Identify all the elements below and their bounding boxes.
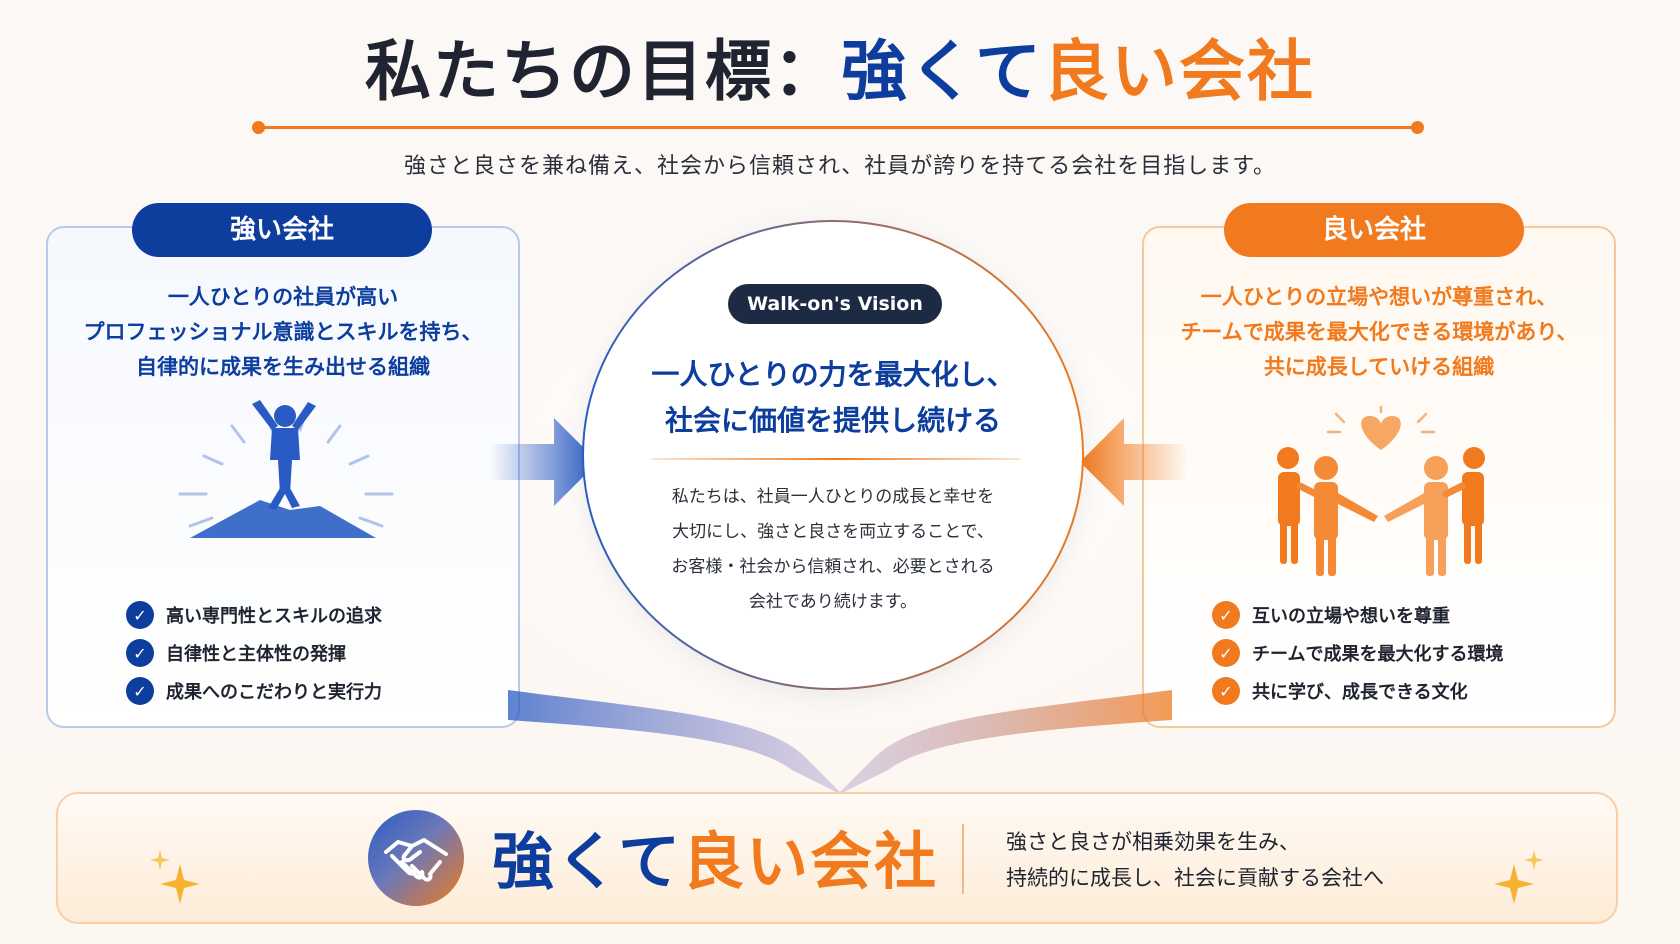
- summary-title-strong: 強くて: [492, 825, 683, 898]
- strong-company-tag: 強い会社: [132, 203, 432, 257]
- strong-company-description: 一人ひとりの社員が高い プロフェッショナル意識とスキルを持ち、 自律的に成果を生…: [46, 280, 520, 385]
- list-item: ✓ チームで成果を最大化する環境: [1212, 634, 1503, 672]
- body-line: 会社であり続けます。: [748, 592, 918, 612]
- summary-line: 強さと良さが相乗効果を生み、: [1006, 830, 1300, 854]
- check-icon: ✓: [126, 601, 154, 629]
- list-item-label: 共に学び、成長できる文化: [1252, 682, 1468, 703]
- vision-circle: [582, 220, 1084, 690]
- vision-divider: [652, 458, 1020, 460]
- description-line: 共に成長していける組織: [1263, 355, 1495, 379]
- description-line: プロフェッショナル意識とスキルを持ち、: [83, 320, 483, 344]
- description-line: チームで成果を最大化できる環境があり、: [1180, 320, 1578, 344]
- good-company-checklist: ✓ 互いの立場や想いを尊重 ✓ チームで成果を最大化する環境 ✓ 共に学び、成長できる…: [1212, 596, 1503, 710]
- title-prefix: 私たちの目標：: [364, 33, 841, 110]
- title-strong: 強くて: [840, 33, 1044, 110]
- list-item: ✓ 互いの立場や想いを尊重: [1212, 596, 1503, 634]
- title-good: 良い会社: [1043, 33, 1316, 110]
- description-line: 一人ひとりの社員が高い: [167, 285, 399, 309]
- summary-banner: [56, 792, 1618, 924]
- team-holding-hands-heart-icon: [1277, 406, 1485, 576]
- description-line: 一人ひとりの立場や想いが尊重され、: [1200, 285, 1558, 309]
- check-icon: ✓: [1212, 639, 1240, 667]
- good-company-tag: 良い会社: [1224, 203, 1524, 257]
- sparkle-icon: [150, 850, 200, 904]
- good-company-description: 一人ひとりの立場や想いが尊重され、 チームで成果を最大化できる環境があり、 共に…: [1142, 280, 1616, 385]
- description-line: 自律的に成果を生み出せる組織: [136, 355, 430, 379]
- list-item-label: 互いの立場や想いを尊重: [1252, 606, 1450, 627]
- list-item: ✓ 高い専門性とスキルの追求: [126, 596, 382, 634]
- arrow-left-icon: [1080, 418, 1188, 506]
- headline-line: 一人ひとりの力を最大化し、: [651, 358, 1015, 391]
- body-line: 私たちは、社員一人ひとりの成長と幸せを: [671, 487, 995, 507]
- vision-body: 私たちは、社員一人ひとりの成長と幸せを 大切にし、強さと良さを両立することで、 …: [620, 480, 1046, 620]
- list-item-label: 高い専門性とスキルの追求: [166, 606, 382, 627]
- list-item: ✓ 自律性と主体性の発揮: [126, 634, 382, 672]
- list-item-label: 成果へのこだわりと実行力: [166, 682, 382, 703]
- person-on-summit-icon: [178, 400, 394, 538]
- list-item-label: 自律性と主体性の発揮: [166, 644, 346, 665]
- list-item: ✓ 成果へのこだわりと実行力: [126, 672, 382, 710]
- summary-title: 強くて良い会社: [492, 822, 938, 902]
- check-icon: ✓: [1212, 677, 1240, 705]
- check-icon: ✓: [1212, 601, 1240, 629]
- headline-line: 社会に価値を提供し続ける: [664, 404, 1001, 437]
- summary-text: 強さと良さが相乗効果を生み、 持続的に成長し、社会に貢献する会社へ: [1006, 824, 1384, 896]
- check-icon: ✓: [126, 677, 154, 705]
- summary-line: 持続的に成長し、社会に貢献する会社へ: [1006, 866, 1384, 890]
- strong-company-checklist: ✓ 高い専門性とスキルの追求 ✓ 自律性と主体性の発揮 ✓ 成果へのこだわりと実行力: [126, 596, 382, 710]
- list-item: ✓ 共に学び、成長できる文化: [1212, 672, 1503, 710]
- check-icon: ✓: [126, 639, 154, 667]
- body-line: 大切にし、強さと良さを両立することで、: [672, 522, 994, 542]
- list-item-label: チームで成果を最大化する環境: [1252, 644, 1504, 665]
- merge-funnel: [508, 690, 1172, 794]
- vision-label: Walk-on's Vision: [728, 284, 942, 324]
- handshake-icon: [368, 810, 464, 906]
- summary-divider: [962, 824, 964, 894]
- vision-headline: 一人ひとりの力を最大化し、 社会に価値を提供し続ける: [600, 352, 1066, 444]
- sparkle-icon: [1494, 850, 1544, 904]
- title-underline: [252, 121, 1424, 134]
- summary-title-good: 良い会社: [682, 825, 939, 898]
- arrow-right-icon: [490, 418, 598, 506]
- body-line: お客様・社会から信頼され、必要とされる: [671, 557, 995, 577]
- page-title: 私たちの目標：強くて良い会社: [0, 30, 1680, 114]
- page-subtitle: 強さと良さを兼ね備え、社会から信頼され、社員が誇りを持てる会社を目指します。: [403, 154, 1277, 179]
